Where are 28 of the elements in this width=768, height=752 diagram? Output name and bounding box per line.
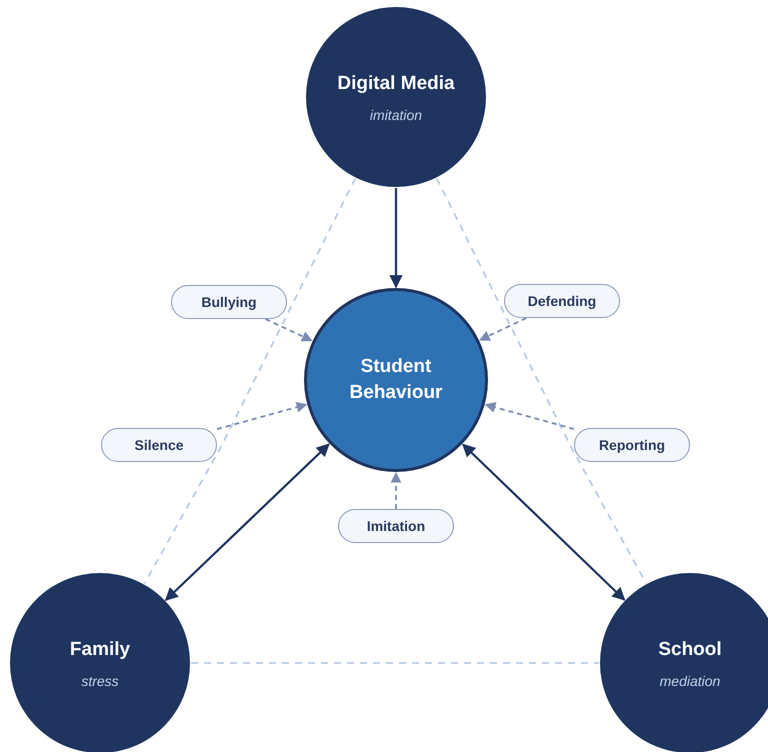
connector-line <box>191 662 599 664</box>
node-subtitle: stress <box>81 672 119 689</box>
pill-label: Imitation <box>366 518 426 534</box>
label-pill <box>504 284 620 318</box>
arrow <box>390 472 402 509</box>
pill-label: Bullying <box>201 294 257 310</box>
label-pill <box>101 428 217 462</box>
node-title: School <box>658 638 722 662</box>
connector-line <box>144 178 356 584</box>
node-title: Digital Media <box>337 72 455 96</box>
pill-label: Reporting <box>598 437 666 453</box>
arrow <box>164 443 330 602</box>
arrow <box>462 444 626 601</box>
node-title: Student Behaviour <box>348 355 444 405</box>
pill-label: Silence <box>134 437 184 453</box>
arrow <box>265 318 313 342</box>
arrow <box>479 317 527 341</box>
pill-label: Defending <box>528 293 596 309</box>
arrow <box>389 188 403 288</box>
arrow <box>216 402 308 430</box>
node-title: Family <box>70 638 130 662</box>
label-pill <box>171 285 287 319</box>
node-subtitle: mediation <box>660 672 720 689</box>
arrow <box>484 402 574 430</box>
node-subtitle: imitation <box>370 106 422 123</box>
label-pill <box>574 428 690 462</box>
connector-line <box>436 178 647 584</box>
label-pill <box>338 509 454 543</box>
